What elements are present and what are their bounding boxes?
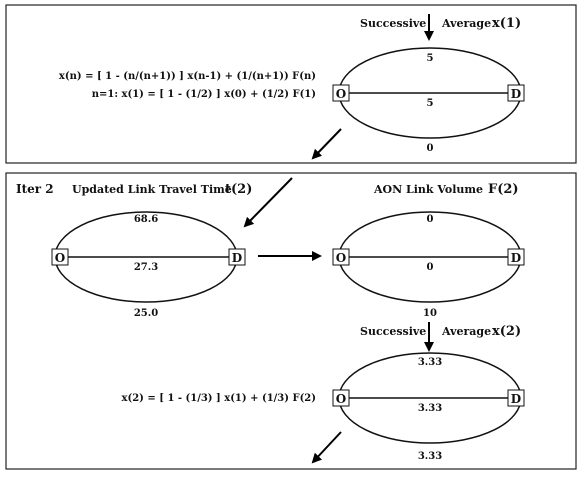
updated-title: Updated Link Travel Time [72,183,232,196]
network-aon-origin-node [332,248,350,266]
network-x1: O D 5 5 0 [332,47,525,154]
top-panel [5,4,577,164]
network-x2-mid-value: 3.33 [418,403,442,414]
network-x1-origin-node [332,84,350,102]
network-aon-mid-value: 0 [427,262,434,273]
top-average-label: Average [441,17,491,30]
iter2-label: Iter 2 [16,182,54,196]
network-aon-bottom-value: 10 [423,308,437,319]
network-aon: O D 0 0 10 [332,211,525,319]
iter2-diag-arrow [311,431,342,464]
network-time-dest-node [228,248,246,266]
network-time-bottom-value: 25.0 [134,308,158,319]
network-time-dest-label: D [232,251,242,265]
formula-general: x(n) = [ 1 - (n/(n+1)) ] x(n-1) + (1/(n+… [59,71,316,82]
top-successive-label: Successive [360,17,426,30]
top-diag-arrow [311,128,342,160]
network-x2-origin-node [332,389,350,407]
top-to-iter2-arrow [243,177,293,228]
network-x2-dest-label: D [511,392,521,406]
network-x2-dest-node [507,389,525,407]
iter2-average-label: Average [441,325,491,338]
network-time-origin-node [51,248,69,266]
iter2-panel [5,172,577,470]
network-time-mid-value: 27.3 [134,262,158,273]
aon-title: AON Link Volume [373,183,483,196]
network-x2-top-value: 3.33 [418,357,442,368]
iter2-x2-label: x(2) [492,324,521,339]
network-aon-top-value: 0 [427,214,434,225]
updated-var: t(2) [225,182,252,197]
formula-n1: n=1: x(1) = [ 1 - (1/2) ] x(0) + (1/2) F… [92,89,316,100]
network-x2-origin-label: O [336,392,346,406]
network-x1-mid-value: 5 [427,98,434,109]
network-x1-top-value: 5 [427,53,434,64]
network-x2: O D 3.33 3.33 3.33 [332,352,525,462]
network-aon-dest-node [507,248,525,266]
network-x1-bottom-value: 0 [427,143,434,154]
network-aon-dest-label: D [511,251,521,265]
network-x1-origin-label: O [336,87,346,101]
top-x1-label: x(1) [492,16,521,31]
network-time-origin-label: O [55,251,65,265]
network-x2-bottom-value: 3.33 [418,451,442,462]
network-x1-dest-label: D [511,87,521,101]
network-aon-origin-label: O [336,251,346,265]
network-x1-dest-node [507,84,525,102]
network-time-top-value: 68.6 [134,214,158,225]
network-time: O D 68.6 27.3 25.0 [51,211,246,319]
formula-x2: x(2) = [ 1 - (1/3) ] x(1) + (1/3) F(2) [122,393,317,404]
aon-var: F(2) [488,182,519,197]
iter2-successive-label: Successive [360,325,426,338]
